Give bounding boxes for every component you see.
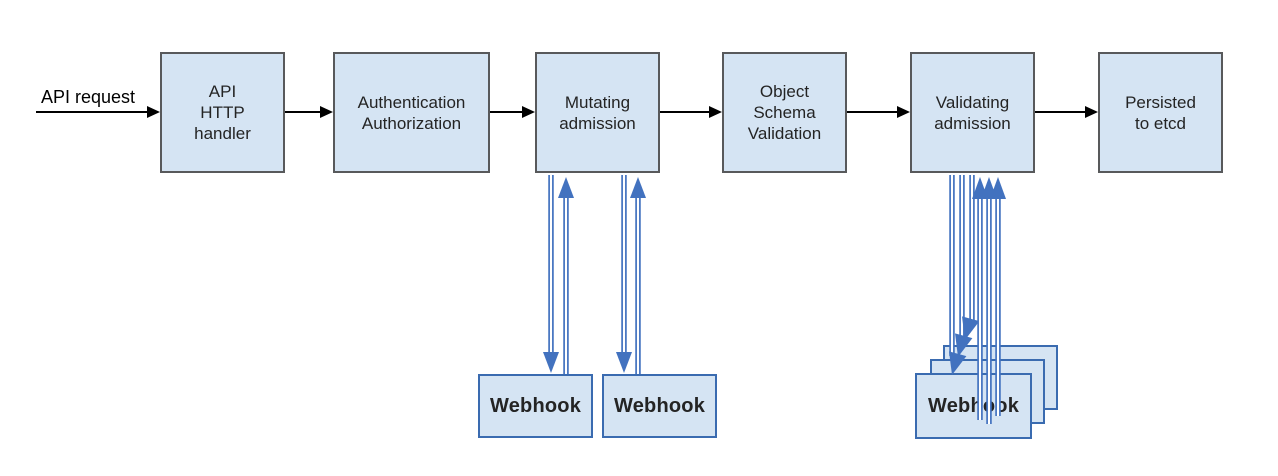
- stage-validating-admission: Validating admission: [910, 52, 1035, 173]
- mutating-webhook-box-1: Webhook: [478, 374, 593, 438]
- mutating-webhook1-call-arrow: [543, 175, 559, 373]
- webhook-label: Webhook: [489, 394, 582, 417]
- stage-object-schema-validation: Object Schema Validation: [722, 52, 847, 173]
- validating-webhook-call-arrow-2: [955, 175, 973, 357]
- stage-label-line: API: [208, 82, 237, 101]
- arrow-head: [630, 177, 646, 198]
- stage-label-line: admission: [559, 113, 636, 133]
- arrow-head-group: [962, 316, 980, 340]
- stage-label-line: to etcd: [1134, 113, 1187, 133]
- arrow-head: [558, 177, 574, 198]
- mutating-webhook1-return-arrow: [558, 177, 574, 374]
- arrow-head: [972, 177, 988, 199]
- arrow-head: [990, 177, 1006, 199]
- arrow-head: [897, 106, 910, 118]
- arrow-head: [522, 106, 535, 118]
- flow-arrow-auth-to-mutating: [490, 106, 535, 118]
- stage-label-line: Persisted: [1125, 92, 1196, 112]
- mutating-webhook-box-2: Webhook: [602, 374, 717, 438]
- arrow-head: [962, 316, 980, 340]
- stage-label-line: HTTP: [200, 103, 245, 122]
- flow-arrow-validating-to-etcd: [1035, 106, 1098, 118]
- stage-mutating-admission: Mutating admission: [535, 52, 660, 173]
- flow-arrow-mutating-to-schema: [660, 106, 722, 118]
- arrow-head: [320, 106, 333, 118]
- stage-api-http-handler: API HTTP handler: [160, 52, 285, 173]
- stage-authentication-authorization: Authentication Authorization: [333, 52, 490, 173]
- stage-label-line: Schema: [753, 103, 816, 122]
- arrow-head: [147, 106, 160, 118]
- stage-label-line: handler: [194, 124, 251, 143]
- arrow-head: [616, 352, 632, 373]
- api-request-label: API request: [41, 87, 136, 107]
- stage-label-line: Authentication: [357, 92, 466, 112]
- stage-label-line: Authorization: [361, 113, 462, 133]
- stage-label-line: Mutating: [564, 92, 631, 112]
- validating-webhook-box: Webhook: [915, 373, 1032, 439]
- flow-arrow-schema-to-validating: [847, 106, 910, 118]
- validating-webhook-call-arrow-3: [962, 175, 980, 340]
- mutating-webhook2-call-arrow: [616, 175, 632, 373]
- webhook-label: Webhook: [613, 394, 706, 417]
- arrow-head: [1085, 106, 1098, 118]
- arrow-head: [709, 106, 722, 118]
- flow-arrow-handler-to-auth: [285, 106, 333, 118]
- arrow-head: [543, 352, 559, 373]
- stage-label-line: Validating: [935, 92, 1010, 112]
- webhook-label: Webhook: [927, 394, 1020, 417]
- stage-persisted-to-etcd: Persisted to etcd: [1098, 52, 1223, 173]
- stage-label-line: Validation: [747, 124, 822, 143]
- mutating-webhook2-return-arrow: [630, 177, 646, 374]
- arrow-head: [981, 177, 997, 199]
- stage-label-line: admission: [934, 113, 1011, 133]
- stage-label-line: Object: [759, 82, 810, 101]
